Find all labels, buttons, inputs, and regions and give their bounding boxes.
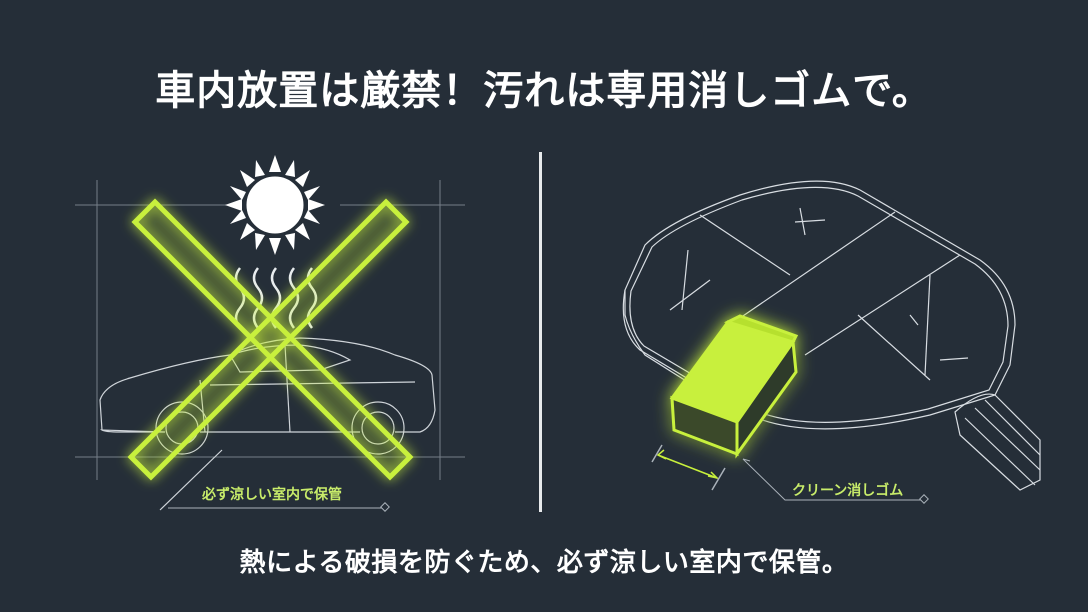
paddle-icon (622, 180, 1041, 491)
left-caption: 必ず涼しい室内で保管 (202, 487, 342, 503)
dimension-arrow-icon (651, 444, 726, 491)
prohibited-x-icon (127, 198, 414, 481)
left-panel: 必ず涼しい室内で保管 (60, 150, 480, 520)
right-caption: クリーン消しゴム (792, 483, 904, 499)
sun-icon (225, 155, 325, 255)
right-panel: クリーン消しゴム (600, 150, 1060, 520)
eraser-icon (669, 314, 799, 459)
panel-divider (539, 152, 542, 512)
page-title: 車内放置は厳禁！汚れは専用消しゴムで。 (155, 68, 933, 114)
page-subtitle: 熱による破損を防ぐため、必ず涼しい室内で保管。 (239, 548, 849, 578)
